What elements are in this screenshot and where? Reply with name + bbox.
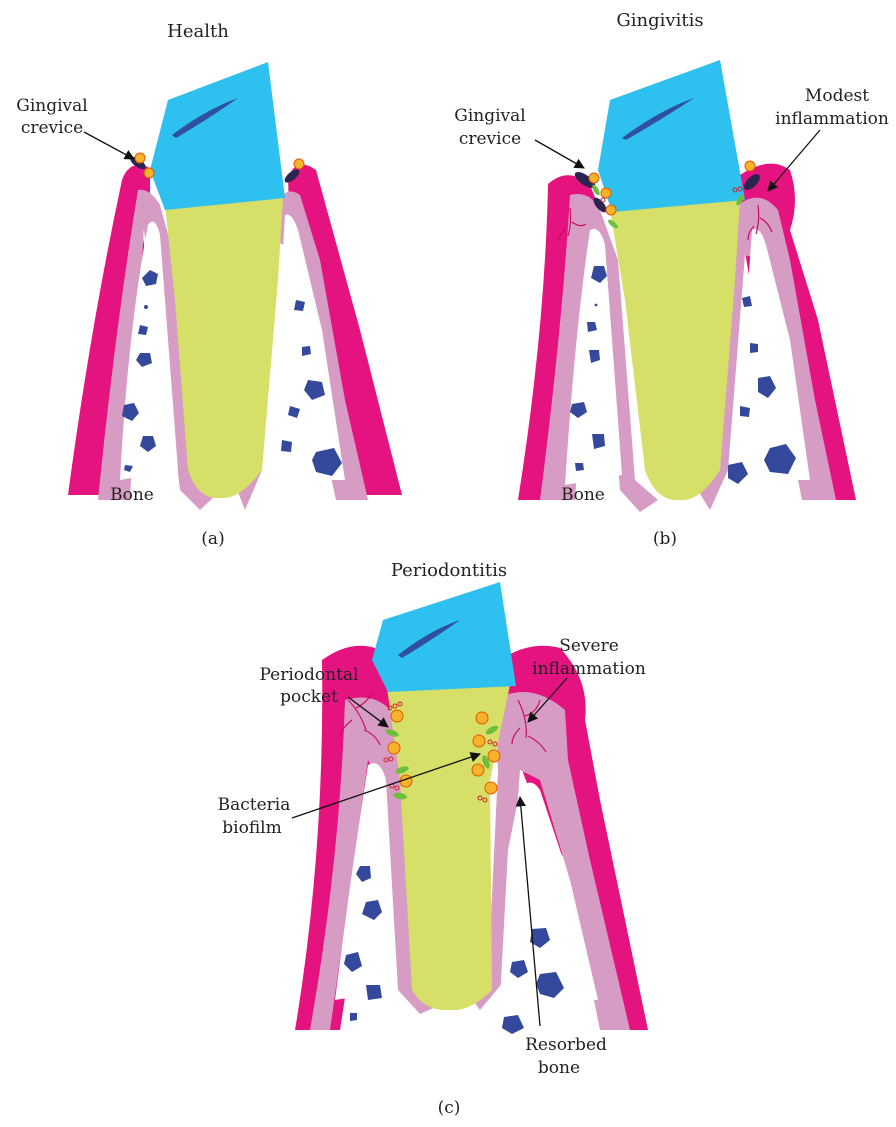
gingival-crevice-label: crevice	[459, 129, 521, 149]
tooth-crown	[372, 582, 516, 692]
crevice-arrow	[84, 132, 134, 159]
bacteria-orange	[745, 161, 755, 171]
crevice-arrow	[535, 140, 584, 168]
periodontal-pocket-label: Periodontal	[259, 665, 358, 685]
bacteria-orange	[135, 153, 145, 163]
bacteria-orange	[472, 764, 484, 776]
panel-title: Gingivitis	[616, 10, 703, 31]
panel-caption: (c)	[438, 1098, 461, 1118]
inflammation-arrow	[768, 130, 820, 191]
panel-caption: (a)	[201, 529, 224, 549]
severe-inflammation-label: inflammation	[532, 659, 646, 679]
modest-inflammation-label: inflammation	[775, 109, 889, 129]
panel-title: Health	[167, 21, 229, 42]
bone-label: Bone	[561, 485, 605, 505]
bacteria-orange	[391, 710, 403, 722]
bacteria-orange	[485, 782, 497, 794]
tooth-crown	[598, 60, 745, 212]
resorbed-bone-label: bone	[538, 1058, 580, 1078]
bacteria-orange	[476, 712, 488, 724]
bacteria-orange	[488, 750, 500, 762]
resorbed-bone-label: Resorbed	[525, 1035, 607, 1055]
gingival-crevice-label: Gingival	[454, 106, 525, 126]
panel-title: Periodontitis	[391, 560, 507, 581]
bacteria-orange	[601, 188, 611, 198]
panel-caption: (b)	[653, 529, 677, 549]
panel-health: Health Gingival crevice Bone (a)	[16, 21, 402, 549]
modest-inflammation-label: Modest	[805, 86, 869, 106]
periodontal-pocket-label: pocket	[280, 687, 338, 707]
severe-inflammation-label: Severe	[559, 636, 619, 656]
bacteria-orange	[388, 742, 400, 754]
bacteria-orange	[144, 168, 154, 178]
bacteria-orange	[473, 735, 485, 747]
tooth-crown	[150, 62, 285, 210]
panel-periodontitis: Periodontitis Periodontal pocket Severe …	[218, 560, 648, 1118]
bacteria-orange	[294, 159, 304, 169]
bacteria-biofilm-label: Bacteria	[218, 795, 291, 815]
panel-gingivitis: Gingivitis Gingival crevice Modest infla…	[454, 10, 889, 549]
bacteria-orange	[606, 205, 616, 215]
gingival-crevice-label: crevice	[21, 118, 83, 138]
bone-label: Bone	[110, 485, 154, 505]
bacteria-red-chain	[601, 198, 605, 202]
gingival-crevice-label: Gingival	[16, 96, 87, 116]
bacteria-biofilm-label: biofilm	[222, 818, 281, 838]
bacteria-orange	[589, 173, 599, 183]
